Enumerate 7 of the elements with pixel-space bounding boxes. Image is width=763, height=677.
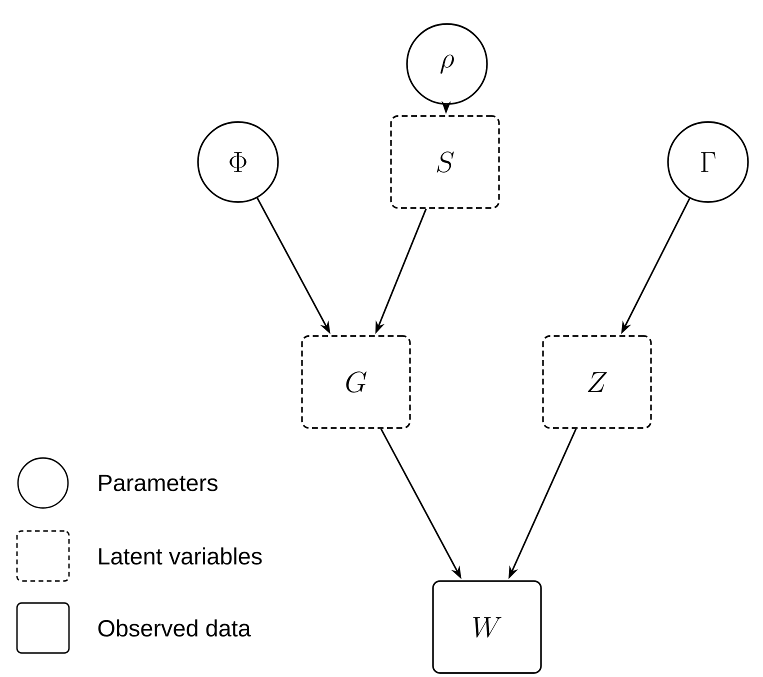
legend-label: Observed data xyxy=(98,619,251,637)
latent-variable-box: $S$ xyxy=(390,115,500,209)
legend-label: Parameters xyxy=(99,474,218,492)
latent-variable-box: $Z$ xyxy=(542,335,652,429)
latent-variable-box: $G$ xyxy=(301,335,411,429)
legend-label: Latent variables xyxy=(99,547,262,565)
observed-data-box: $W$ xyxy=(432,580,542,674)
